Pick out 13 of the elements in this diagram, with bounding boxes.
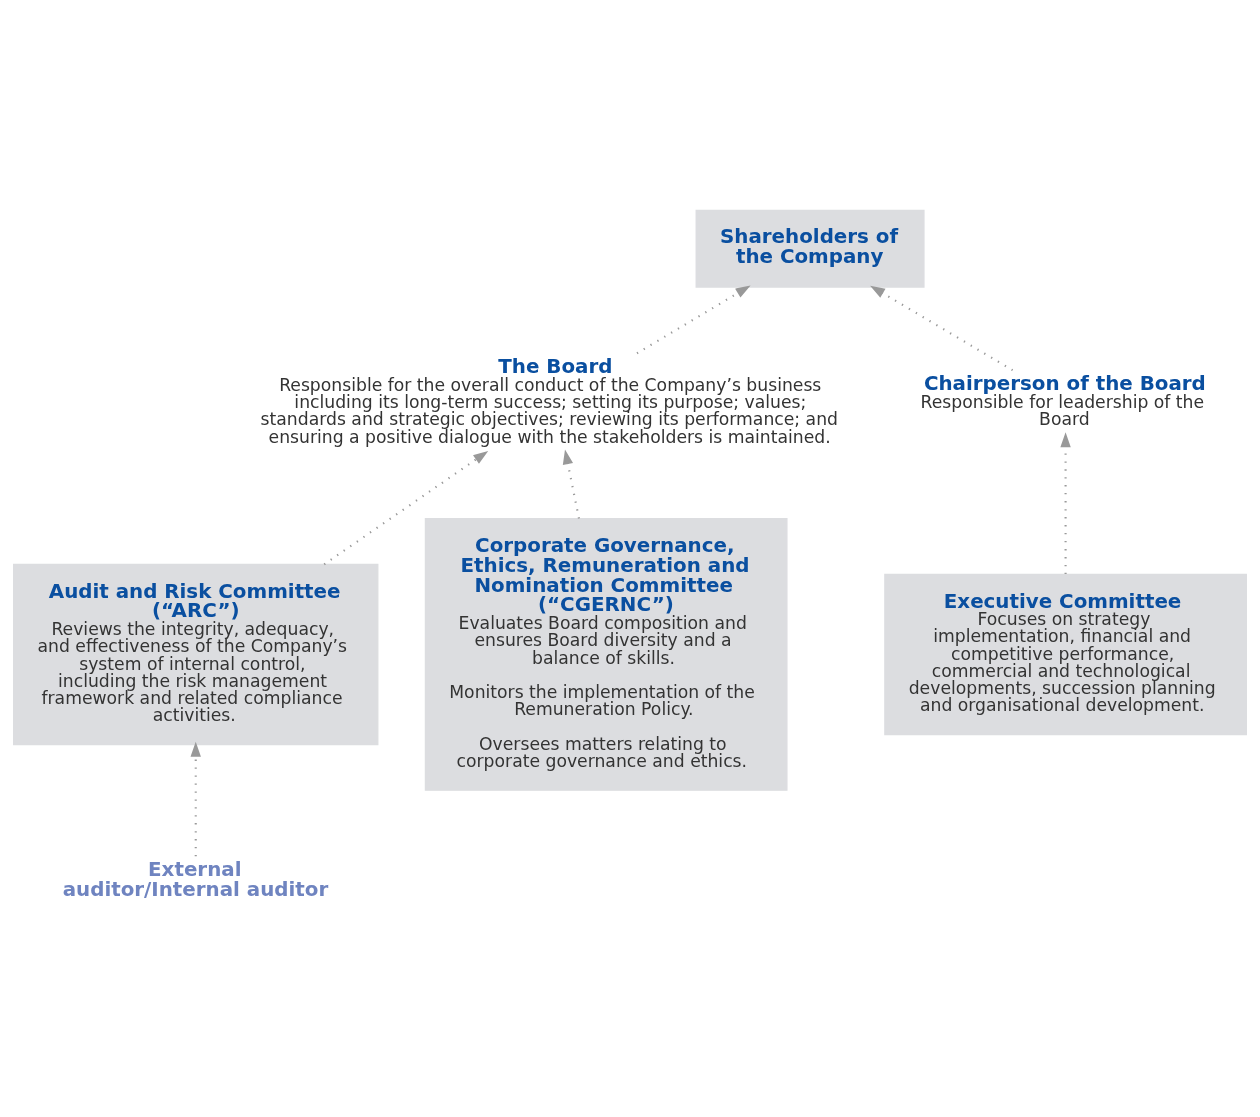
node-box: Corporate Governance, Ethics, Remuneration and Nomination Committee (“CGERNC”) Evaluates Board composition and ensures Board diversity and a balance of skills. Monitors the implementation of the Remuneration Policy. Oversees matters relating to corporate governance and ethics.	[424, 518, 788, 791]
node-text: Chairperson of the Board Responsible for leadership of the Board	[920, 372, 1206, 430]
arrow	[636, 285, 751, 355]
node-box: Audit and Risk Committee (“ARC”) Reviews the integrity, adequacy, and effectiveness of the Company’s system of internal control, including the risk management framework and related compliance activities.	[13, 563, 379, 746]
node-box: Executive Committee Focuses on strategy implementation, financial and competitive performance, commercial and technological developments, succession planning and organisational development.	[884, 573, 1247, 736]
arrow	[323, 451, 489, 566]
arrow	[562, 449, 580, 519]
arrow	[190, 741, 201, 857]
arrow	[1060, 432, 1071, 575]
node-text: External auditor/Internal auditor	[62, 858, 329, 902]
node-text: The Board Responsible for the overall conduct of the Company’s business including its long-term success; setting its purpose; values; standards and strategic objectives; reviewing its performance; and ensuring a positive dialogue with the stakeholders is maintained.	[260, 355, 838, 447]
node-box: Shareholders of the Company	[695, 209, 925, 288]
arrow	[870, 285, 1014, 372]
